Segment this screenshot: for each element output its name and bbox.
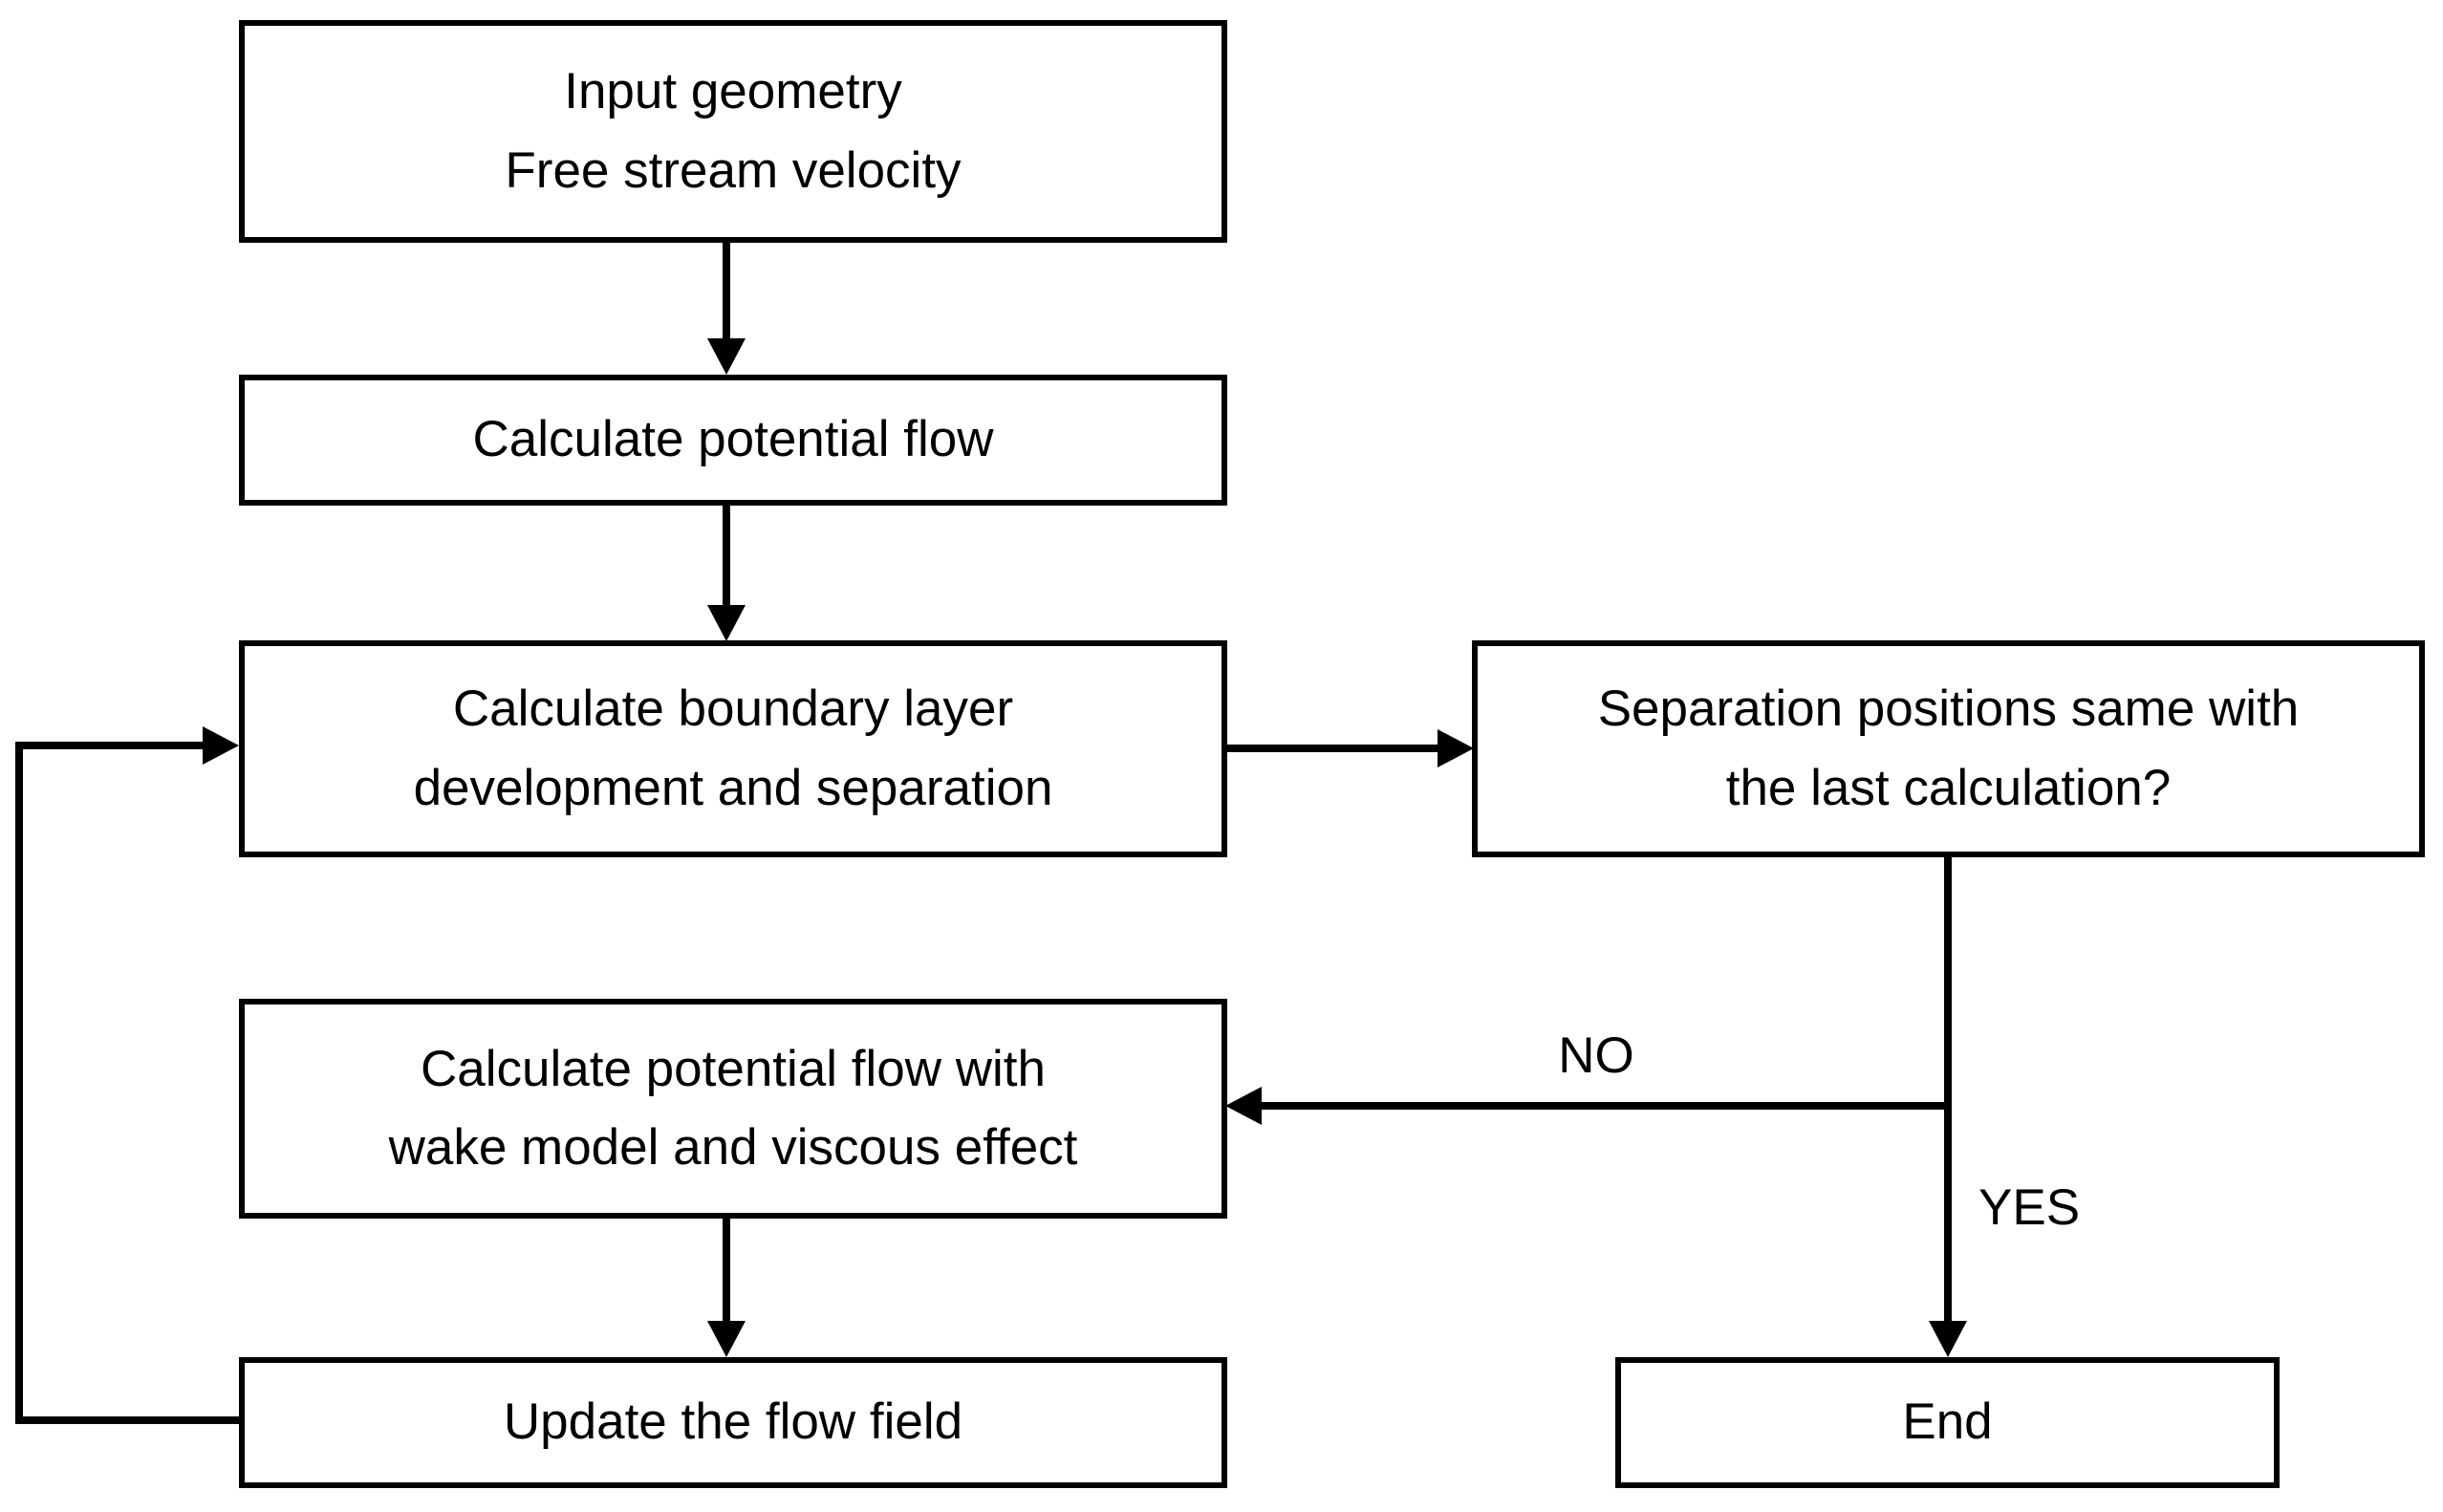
connector-loop-top-segment [15,742,203,749]
edge-label-no: NO [1558,1027,1634,1084]
connector-loop-vertical-segment [15,742,23,1424]
node-end: End [1615,1357,2280,1488]
node-update-flow-field: Update the flow field [239,1357,1227,1488]
arrowhead-down-icon [1929,1321,1967,1357]
node-input-geometry: Input geometry Free stream velocity [239,20,1227,243]
connector-input-to-potential [723,239,730,340]
arrowhead-down-icon [707,605,746,641]
connector-wake-to-update [723,1215,730,1322]
node-wake-model: Calculate potential flow with wake model… [239,999,1227,1219]
connector-potential-to-boundary [723,502,730,607]
connector-loop-bottom-segment [15,1416,239,1424]
connector-boundary-to-decision [1224,745,1439,752]
arrowhead-left-icon [1225,1087,1262,1125]
arrowhead-down-icon [707,1321,746,1357]
node-calculate-boundary-layer: Calculate boundary layer development and… [239,640,1227,857]
arrowhead-right-icon [1438,729,1474,767]
connector-decision-to-end [1944,854,1952,1325]
edge-label-yes: YES [1978,1179,2081,1236]
node-separation-decision: Separation positions same with the last … [1472,640,2425,857]
arrowhead-down-icon [707,338,746,375]
node-calculate-potential-flow: Calculate potential flow [239,375,1227,506]
arrowhead-right-icon [203,726,239,765]
connector-decision-to-wake [1262,1102,1952,1110]
